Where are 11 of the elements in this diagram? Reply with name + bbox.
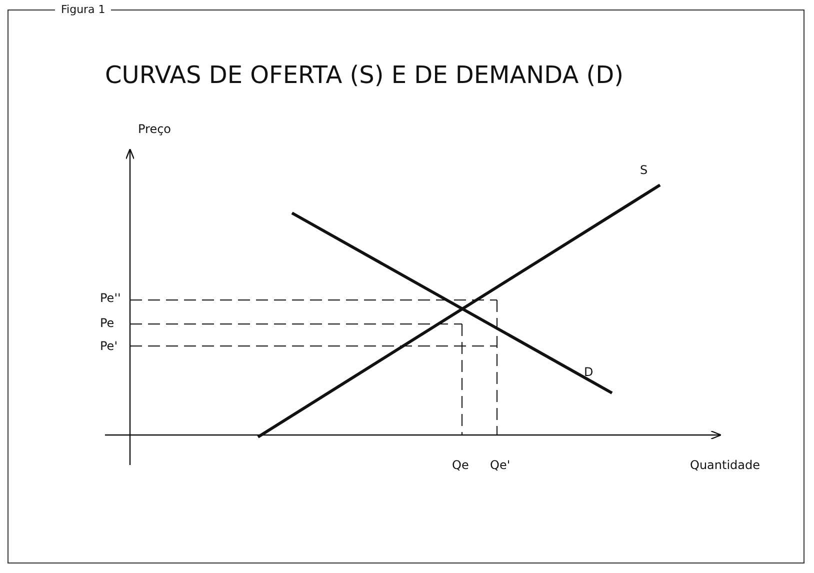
axis-title: Preço [138,122,172,136]
axis-title: Quantidade [690,458,760,472]
axis-tick-label: Pe' [100,339,118,353]
axis-tick-label: Qe' [490,458,510,472]
figure-label: Figura 1 [55,3,112,17]
axis-tick-label: Pe'' [100,291,121,305]
chart-title: CURVAS DE OFERTA (S) E DE DEMANDA (D) [105,60,624,90]
axis-tick-label: Qe [452,458,469,472]
axis-tick-label: Pe [100,316,114,330]
curve-label: D [584,365,594,379]
curve-label: S [640,163,648,177]
